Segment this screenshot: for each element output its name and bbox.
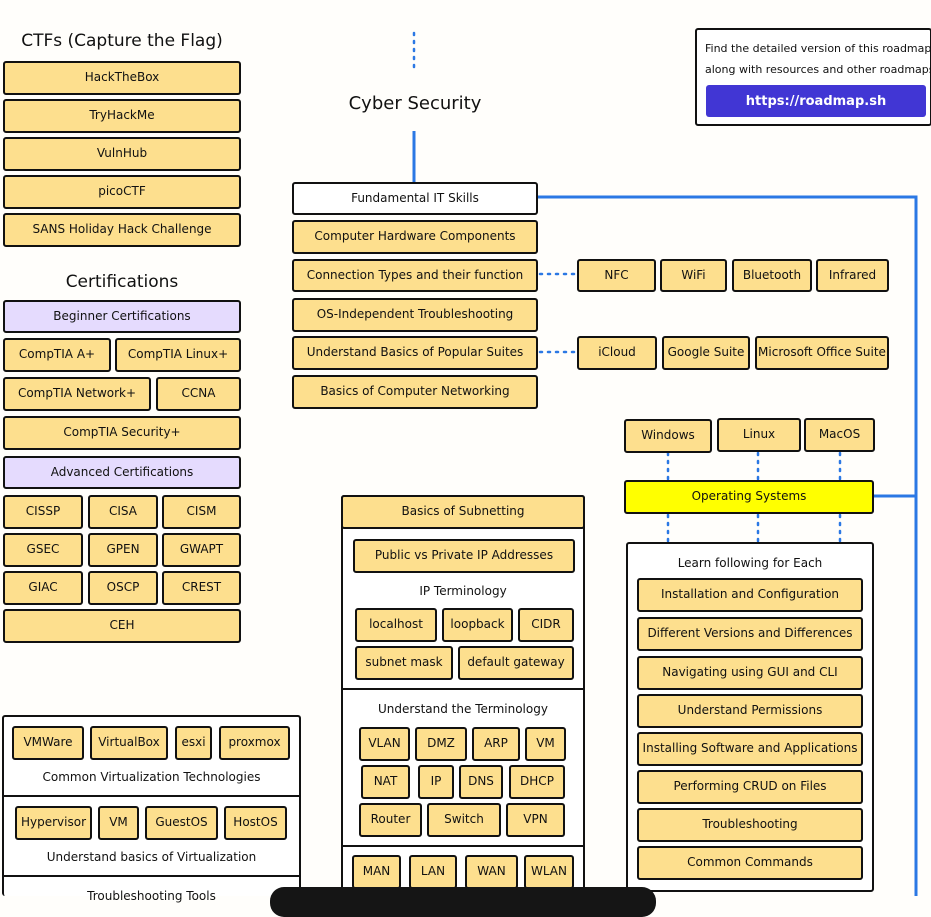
term-cidr[interactable]: CIDR	[518, 608, 574, 642]
subnetting-divider-2	[341, 845, 585, 847]
term-arp[interactable]: ARP	[472, 727, 520, 761]
understand-virtualization-label: Understand basics of Virtualization	[46, 850, 257, 864]
connection-infrared[interactable]: Infrared	[816, 259, 889, 292]
ctf-sans-holiday-hack[interactable]: SANS Holiday Hack Challenge	[3, 213, 241, 247]
bottom-toolbar	[270, 887, 656, 917]
term-dhcp[interactable]: DHCP	[509, 765, 565, 799]
cert-gsec[interactable]: GSEC	[3, 533, 83, 567]
cert-comptia-security[interactable]: CompTIA Security+	[3, 416, 241, 450]
cert-comptia-linux[interactable]: CompTIA Linux+	[115, 338, 241, 372]
promo-box: Find the detailed version of this roadma…	[695, 28, 931, 126]
term-router[interactable]: Router	[359, 803, 422, 837]
public-vs-private-ip[interactable]: Public vs Private IP Addresses	[353, 539, 575, 573]
os-learn-installing-software[interactable]: Installing Software and Applications	[637, 732, 863, 766]
term-wlan[interactable]: WLAN	[524, 855, 574, 889]
term-nat[interactable]: NAT	[361, 765, 410, 799]
cert-cisa[interactable]: CISA	[88, 495, 158, 529]
term-dmz[interactable]: DMZ	[415, 727, 467, 761]
computer-networking-basics[interactable]: Basics of Computer Networking	[292, 375, 538, 409]
os-macos[interactable]: MacOS	[804, 418, 875, 452]
advanced-certifications[interactable]: Advanced Certifications	[3, 456, 241, 489]
os-windows[interactable]: Windows	[624, 419, 712, 453]
beginner-certifications[interactable]: Beginner Certifications	[3, 300, 241, 333]
os-linux[interactable]: Linux	[717, 418, 801, 452]
ctf-hackthebox[interactable]: HackTheBox	[3, 61, 241, 95]
page-title: Cyber Security	[348, 93, 482, 114]
cert-gwapt[interactable]: GWAPT	[162, 533, 241, 567]
term-switch[interactable]: Switch	[427, 803, 501, 837]
os-learn-installation[interactable]: Installation and Configuration	[637, 578, 863, 612]
term-man[interactable]: MAN	[352, 855, 401, 889]
cert-comptia-network[interactable]: CompTIA Network+	[3, 377, 151, 411]
suite-microsoft-office[interactable]: Microsoft Office Suite	[755, 336, 889, 370]
connection-types[interactable]: Connection Types and their function	[292, 259, 538, 292]
ctfs-heading: CTFs (Capture the Flag)	[21, 31, 223, 51]
troubleshooting-tools-label: Troubleshooting Tools	[87, 889, 216, 903]
virt-vmware[interactable]: VMWare	[12, 726, 84, 760]
common-virtualization-label: Common Virtualization Technologies	[42, 770, 261, 784]
cert-cissp[interactable]: CISSP	[3, 495, 83, 529]
ip-terminology-label: IP Terminology	[419, 584, 507, 598]
fundamental-it-skills[interactable]: Fundamental IT Skills	[292, 182, 538, 215]
os-learn-common-commands[interactable]: Common Commands	[637, 846, 863, 880]
certifications-heading: Certifications	[65, 272, 179, 292]
term-ip[interactable]: IP	[418, 765, 454, 799]
popular-suites[interactable]: Understand Basics of Popular Suites	[292, 336, 538, 370]
virt-guestos[interactable]: GuestOS	[145, 806, 218, 840]
cert-ceh[interactable]: CEH	[3, 609, 241, 643]
term-vm[interactable]: VM	[525, 727, 566, 761]
suite-icloud[interactable]: iCloud	[577, 336, 657, 370]
virt-hostos[interactable]: HostOS	[224, 806, 287, 840]
connector-lines	[412, 31, 918, 896]
cert-giac[interactable]: GIAC	[3, 571, 83, 605]
os-learn-heading: Learn following for Each	[677, 556, 823, 570]
term-subnet-mask[interactable]: subnet mask	[355, 646, 453, 680]
computer-hardware-components[interactable]: Computer Hardware Components	[292, 220, 538, 254]
cert-comptia-a[interactable]: CompTIA A+	[3, 338, 111, 372]
operating-systems[interactable]: Operating Systems	[624, 480, 874, 514]
suite-google[interactable]: Google Suite	[662, 336, 750, 370]
cert-cism[interactable]: CISM	[162, 495, 241, 529]
term-default-gateway[interactable]: default gateway	[458, 646, 574, 680]
os-learn-troubleshooting[interactable]: Troubleshooting	[637, 808, 863, 842]
virt-esxi[interactable]: esxi	[175, 726, 212, 760]
os-learn-navigating[interactable]: Navigating using GUI and CLI	[637, 656, 863, 690]
connection-nfc[interactable]: NFC	[577, 259, 656, 292]
virtualization-divider-2	[2, 875, 301, 877]
term-lan[interactable]: LAN	[409, 855, 457, 889]
roadmap-link-button[interactable]: https://roadmap.sh	[706, 85, 926, 117]
cert-crest[interactable]: CREST	[162, 571, 241, 605]
cert-gpen[interactable]: GPEN	[88, 533, 158, 567]
ctf-tryhackme[interactable]: TryHackMe	[3, 99, 241, 133]
connection-wifi[interactable]: WiFi	[660, 259, 727, 292]
virt-proxmox[interactable]: proxmox	[219, 726, 290, 760]
cert-ccna[interactable]: CCNA	[156, 377, 241, 411]
ctf-picoctf[interactable]: picoCTF	[3, 175, 241, 209]
virt-hypervisor[interactable]: Hypervisor	[15, 806, 92, 840]
understand-terminology-label: Understand the Terminology	[378, 702, 548, 716]
term-wan[interactable]: WAN	[465, 855, 518, 889]
connection-bluetooth[interactable]: Bluetooth	[732, 259, 812, 292]
fundamentals-connector	[537, 195, 918, 896]
term-loopback[interactable]: loopback	[442, 608, 513, 642]
promo-text-line2: along with resources and other roadmaps	[705, 63, 931, 76]
term-dns[interactable]: DNS	[459, 765, 503, 799]
virt-virtualbox[interactable]: VirtualBox	[90, 726, 168, 760]
os-learn-permissions[interactable]: Understand Permissions	[637, 694, 863, 728]
os-independent-troubleshooting[interactable]: OS-Independent Troubleshooting	[292, 298, 538, 332]
promo-text-line1: Find the detailed version of this roadma…	[705, 42, 931, 55]
virtualization-divider-1	[2, 795, 301, 797]
cert-oscp[interactable]: OSCP	[88, 571, 158, 605]
term-vpn[interactable]: VPN	[506, 803, 565, 837]
term-localhost[interactable]: localhost	[355, 608, 437, 642]
subnetting-divider-1	[341, 688, 585, 690]
os-learn-crud[interactable]: Performing CRUD on Files	[637, 770, 863, 804]
virt-vm[interactable]: VM	[98, 806, 139, 840]
os-learn-versions[interactable]: Different Versions and Differences	[637, 617, 863, 651]
basics-of-subnetting[interactable]: Basics of Subnetting	[341, 495, 585, 529]
ctf-vulnhub[interactable]: VulnHub	[3, 137, 241, 171]
term-vlan[interactable]: VLAN	[359, 727, 410, 761]
